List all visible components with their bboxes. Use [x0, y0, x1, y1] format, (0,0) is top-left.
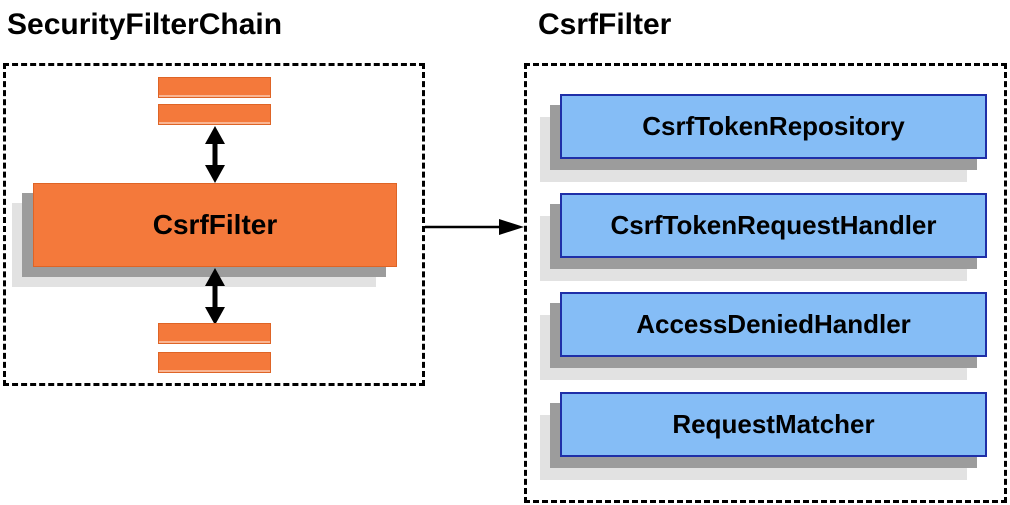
- double-arrow-icon: [205, 126, 225, 183]
- component-box-access-denied-handler: AccessDeniedHandler: [560, 292, 987, 357]
- csrf-filter-box: CsrfFilter: [33, 183, 397, 267]
- double-arrow-icon: [205, 268, 225, 325]
- csrf-filter-box-label: CsrfFilter: [152, 209, 278, 240]
- component-label: AccessDeniedHandler: [636, 309, 911, 339]
- component-label: CsrfTokenRepository: [642, 111, 905, 141]
- security-filter-chain-container: [3, 63, 425, 386]
- component-box-request-matcher: RequestMatcher: [560, 392, 987, 457]
- component-box-csrf-token-request-handler: CsrfTokenRequestHandler: [560, 193, 987, 258]
- component-label: CsrfTokenRequestHandler: [610, 210, 937, 240]
- csrf-filter-container: [524, 63, 1007, 503]
- filter-placeholder-bar: [158, 104, 271, 125]
- filter-placeholder-bar: [158, 323, 271, 344]
- component-box-csrf-token-repository: CsrfTokenRepository: [560, 94, 987, 159]
- csrf-filter-title: CsrfFilter: [538, 8, 672, 41]
- security-filter-chain-title: SecurityFilterChain: [7, 8, 283, 41]
- component-label: RequestMatcher: [672, 409, 875, 439]
- filter-placeholder-bar: [158, 352, 271, 373]
- filter-placeholder-bar: [158, 77, 271, 98]
- flow-arrow-icon: [425, 219, 524, 235]
